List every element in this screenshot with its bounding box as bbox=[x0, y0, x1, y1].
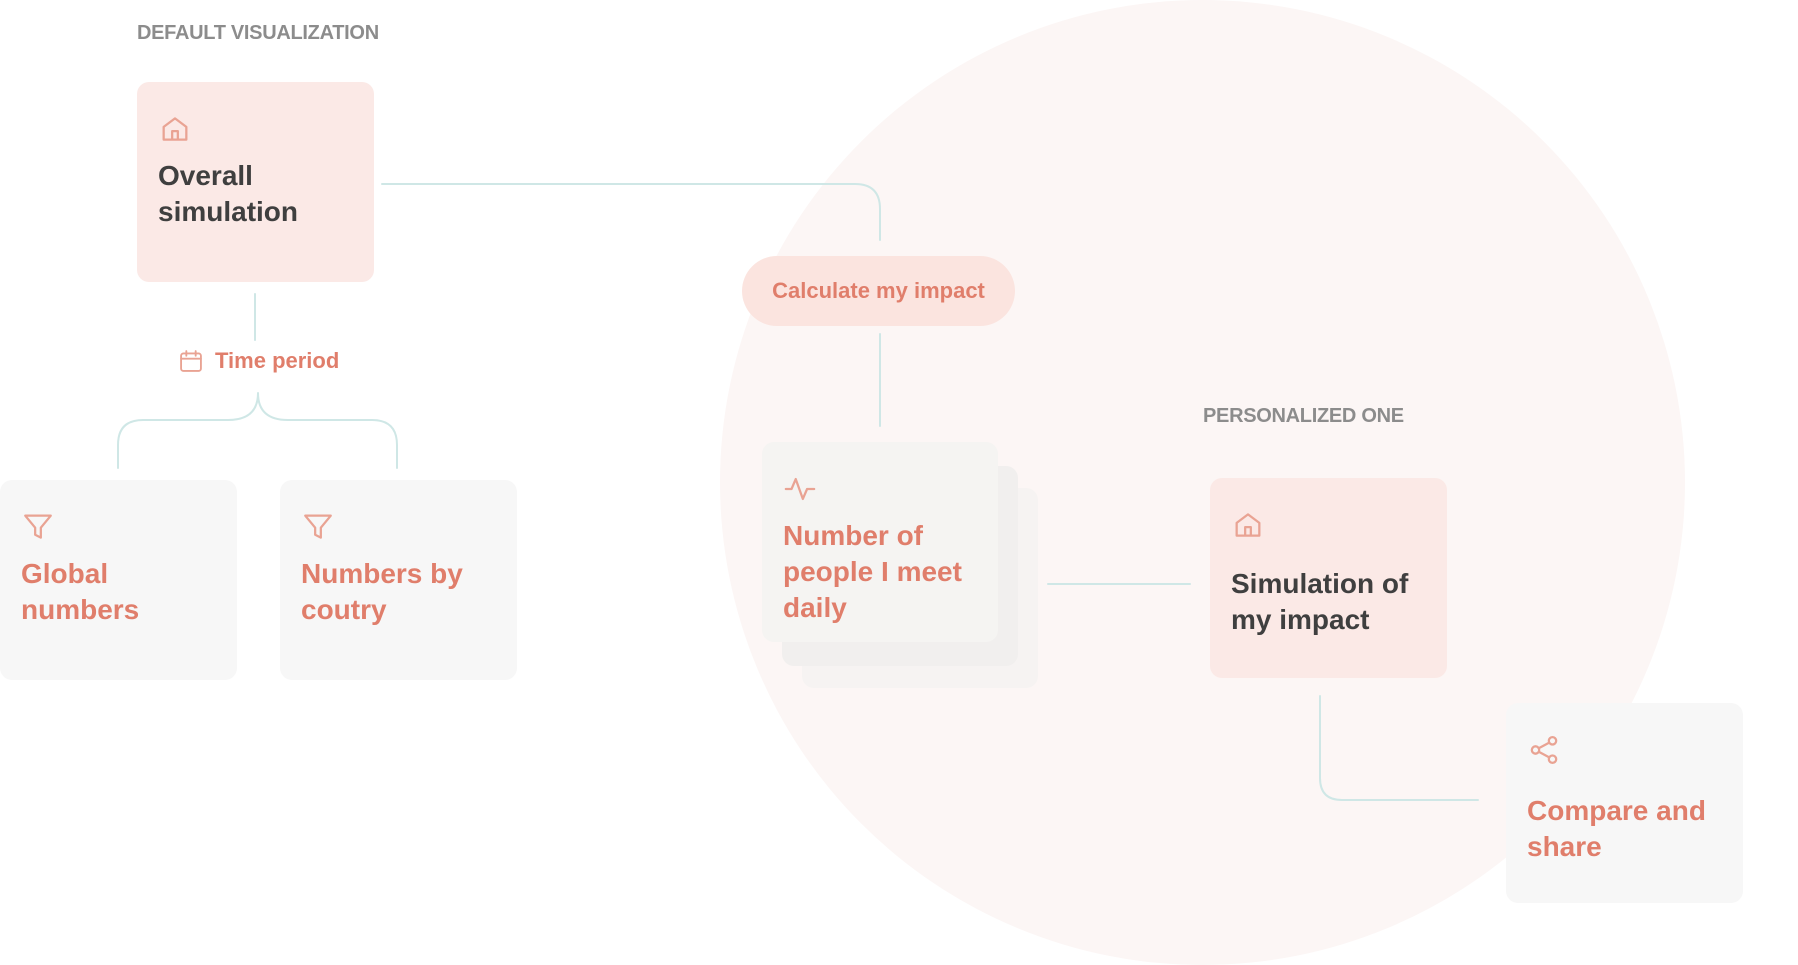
calendar-icon bbox=[180, 350, 202, 372]
connector-time-to-branches bbox=[117, 392, 398, 469]
global-numbers-title: Global numbers bbox=[21, 558, 140, 625]
people-met-daily-card[interactable]: Number of people I meet daily bbox=[762, 442, 998, 642]
home-icon bbox=[1235, 513, 1261, 537]
connector-impact-to-compare bbox=[1319, 695, 1479, 801]
simulation-my-impact-title: Simulation of my impact bbox=[1231, 568, 1409, 635]
connector-lines bbox=[117, 183, 1479, 801]
time-period-filter[interactable]: Time period bbox=[177, 347, 339, 375]
numbers-by-country-card[interactable]: Numbers by coutry bbox=[280, 480, 517, 680]
numbers-by-country-title: Numbers by coutry bbox=[301, 558, 463, 625]
simulation-my-impact-card[interactable]: Simulation of my impact bbox=[1210, 478, 1447, 678]
home-icon bbox=[162, 117, 188, 141]
time-period-label: Time period bbox=[215, 348, 340, 373]
compare-and-share-card[interactable]: Compare and share bbox=[1506, 703, 1743, 903]
overall-simulation-title: Overall simulation bbox=[158, 160, 299, 227]
filter-icon bbox=[304, 514, 332, 539]
compare-and-share-title: Compare and share bbox=[1527, 795, 1706, 862]
section-label-personalized: PERSONALIZED ONE bbox=[1203, 405, 1404, 427]
flow-diagram: DEFAULT VISUALIZATION PERSONALIZED ONE O… bbox=[0, 22, 1743, 903]
people-met-daily-title: Number of people I meet daily bbox=[783, 520, 962, 623]
activity-icon bbox=[784, 477, 816, 501]
connector-overall-to-calculate bbox=[381, 183, 881, 241]
calculate-my-impact-button[interactable]: Calculate my impact bbox=[742, 256, 1015, 326]
share-icon bbox=[1530, 735, 1558, 765]
overall-simulation-card[interactable]: Overall simulation bbox=[137, 82, 374, 282]
filter-icon bbox=[24, 514, 52, 539]
section-label-default: DEFAULT VISUALIZATION bbox=[137, 22, 379, 44]
global-numbers-card[interactable]: Global numbers bbox=[0, 480, 237, 680]
